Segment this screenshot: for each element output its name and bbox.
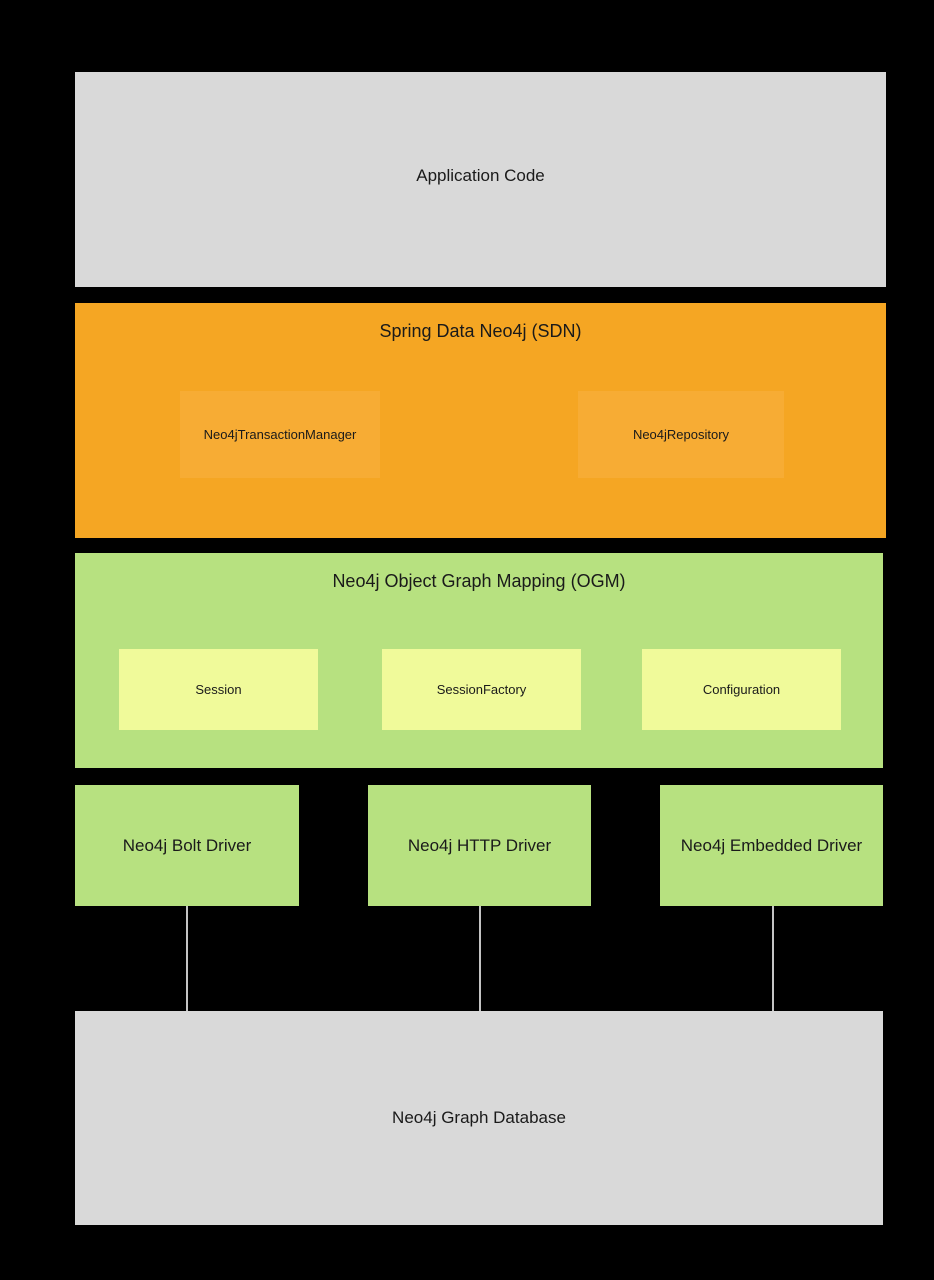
connector-bolt-to-database bbox=[186, 906, 188, 1011]
neo4j-graph-database-label: Neo4j Graph Database bbox=[392, 1108, 566, 1127]
neo4j-bolt-driver-label: Neo4j Bolt Driver bbox=[122, 835, 252, 855]
layer-spring-data-neo4j: Spring Data Neo4j (SDN) Neo4jTransaction… bbox=[75, 303, 886, 538]
connector-http-to-database bbox=[479, 906, 481, 1011]
spring-data-neo4j-title: Spring Data Neo4j (SDN) bbox=[379, 321, 582, 341]
component-neo4j-embedded-driver: Neo4j Embedded Driver bbox=[660, 785, 883, 906]
neo4j-repository-label: Neo4jRepository bbox=[632, 427, 730, 442]
layer-neo4j-ogm: Neo4j Object Graph Mapping (OGM) Session… bbox=[75, 553, 883, 768]
component-configuration: Configuration bbox=[642, 649, 841, 730]
layer-neo4j-graph-database: Neo4j Graph Database bbox=[75, 1011, 883, 1225]
configuration-label: Configuration bbox=[702, 682, 781, 697]
component-neo4j-bolt-driver: Neo4j Bolt Driver bbox=[75, 785, 299, 906]
neo4j-transaction-manager-label: Neo4jTransactionManager bbox=[203, 427, 357, 442]
component-session-factory: SessionFactory bbox=[382, 649, 581, 730]
component-session: Session bbox=[119, 649, 318, 730]
application-code-label: Application Code bbox=[416, 166, 545, 185]
session-label: Session bbox=[195, 682, 242, 697]
layer-application-code: Application Code bbox=[75, 72, 886, 287]
session-factory-label: SessionFactory bbox=[436, 682, 527, 697]
component-neo4j-http-driver: Neo4j HTTP Driver bbox=[368, 785, 591, 906]
connector-embedded-to-database bbox=[772, 906, 774, 1011]
neo4j-embedded-driver-label: Neo4j Embedded Driver bbox=[680, 835, 863, 855]
neo4j-http-driver-label: Neo4j HTTP Driver bbox=[407, 835, 552, 855]
component-neo4j-transaction-manager: Neo4jTransactionManager bbox=[180, 391, 380, 478]
neo4j-ogm-title: Neo4j Object Graph Mapping (OGM) bbox=[332, 571, 626, 591]
component-neo4j-repository: Neo4jRepository bbox=[578, 391, 784, 478]
